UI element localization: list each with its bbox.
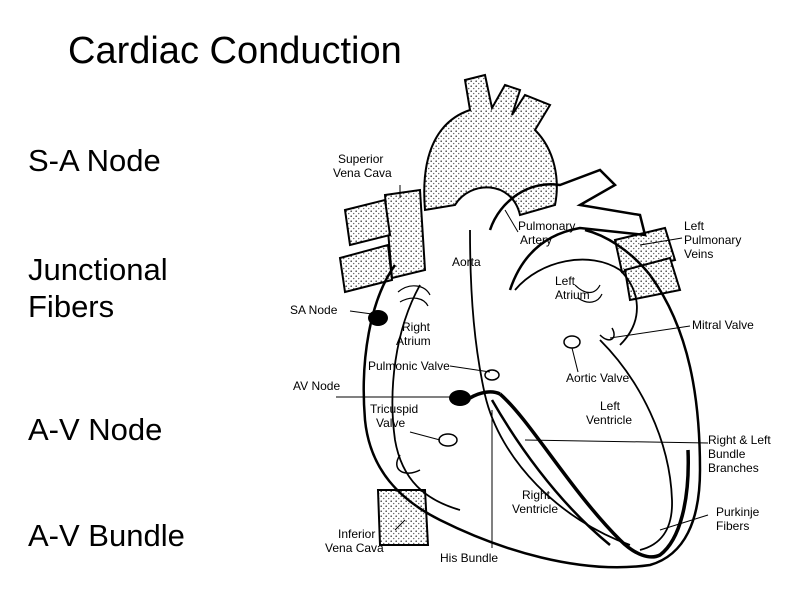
label-bundle-branches: Right & Left Bundle Branches	[708, 433, 774, 475]
heart-diagram-svg: Superior Vena Cava Pulmonary Artery Left…	[290, 73, 774, 569]
label-left-atrium: Left Atrium	[555, 274, 590, 302]
label-pulmonary-artery: Pulmonary Artery	[518, 219, 579, 247]
label-right-atrium: Right Atrium	[396, 320, 433, 348]
pulmonary-veins	[613, 226, 682, 302]
label-superior-vena-cava: Superior Vena Cava	[333, 152, 392, 180]
mitral-valve-shape	[599, 327, 615, 341]
right-atrium-veins	[397, 285, 431, 307]
label-left-ventricle: Left Ventricle	[586, 399, 632, 427]
leader-lines	[336, 185, 709, 548]
left-bundle-branch	[498, 392, 690, 559]
label-his-bundle: His Bundle	[440, 551, 498, 565]
heart-outline	[362, 228, 702, 569]
tricuspid-valve	[396, 433, 458, 474]
bullet-junctional-fibers: Junctional Fibers	[28, 252, 168, 324]
inferior-vena-cava	[376, 489, 430, 546]
label-aortic-valve: Aortic Valve	[566, 371, 629, 385]
septum-wall	[469, 229, 631, 546]
aortic-arch	[423, 73, 558, 217]
label-pulmonic-valve: Pulmonic Valve	[368, 359, 450, 373]
label-tricuspid-valve: Tricuspid Valve	[370, 402, 422, 430]
av-node-shape	[449, 390, 471, 406]
aortic-valve-shape	[563, 335, 581, 349]
label-left-pulmonary-veins: Left Pulmonary Veins	[684, 219, 745, 261]
label-av-node: AV Node	[293, 379, 340, 393]
heart-inner-wall	[391, 284, 461, 511]
left-atrium-veins	[574, 284, 603, 303]
sa-node-shape	[368, 310, 388, 326]
label-sa-node: SA Node	[290, 303, 338, 317]
bullet-av-node: A-V Node	[28, 412, 163, 447]
left-ventricle-wall	[599, 339, 673, 551]
his-bundle-shape	[469, 390, 501, 400]
left-atrium-wall	[514, 258, 638, 346]
bullet-av-bundle: A-V Bundle	[28, 518, 185, 553]
superior-vena-cava	[338, 188, 427, 294]
label-inferior-vena-cava: Inferior Vena Cava	[325, 527, 384, 555]
label-mitral-valve: Mitral Valve	[692, 318, 754, 332]
bullet-sa-node: S-A Node	[28, 143, 161, 178]
slide-title: Cardiac Conduction	[68, 30, 402, 72]
pulmonic-valve-shape	[484, 369, 500, 381]
label-purkinje-fibers: Purkinje Fibers	[716, 505, 763, 533]
label-aorta: Aorta	[452, 255, 481, 269]
right-bundle-branch	[490, 399, 611, 546]
label-right-ventricle: Right Ventricle	[512, 488, 558, 516]
heart-diagram: Superior Vena Cava Pulmonary Artery Left…	[280, 72, 800, 600]
pulmonary-artery	[488, 168, 647, 291]
